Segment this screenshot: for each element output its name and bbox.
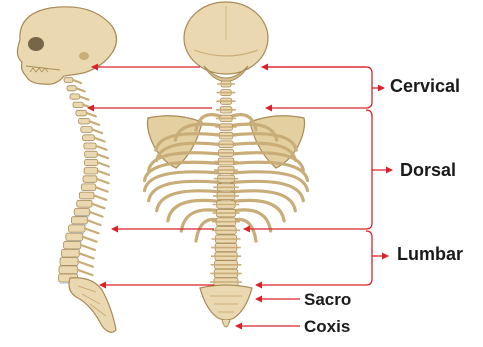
- side-vertebra: [74, 209, 90, 216]
- side-skull: [17, 7, 116, 85]
- spinous-process: [76, 88, 84, 91]
- side-vertebra: [79, 118, 90, 124]
- side-vertebra: [81, 127, 93, 133]
- side-vertebra: [83, 135, 95, 141]
- spinous-process: [95, 138, 105, 142]
- side-vertebra: [85, 159, 98, 165]
- spinous-process: [78, 262, 93, 267]
- side-spine-skeleton-icon: [17, 7, 116, 332]
- back-coccyx: [222, 320, 230, 327]
- spinous-process: [92, 204, 105, 209]
- side-vertebra: [79, 192, 94, 199]
- spinous-process: [90, 212, 103, 217]
- side-vertebra: [70, 94, 80, 99]
- spinous-process: [87, 220, 100, 225]
- back-sacrum: [200, 285, 252, 320]
- side-vertebra: [62, 249, 80, 257]
- side-vertebra: [73, 102, 83, 107]
- side-vertebra: [60, 258, 78, 266]
- spinous-process: [98, 163, 109, 167]
- label-sacro: Sacro: [304, 290, 351, 310]
- spinous-process: [97, 154, 108, 158]
- side-vertebra: [69, 225, 86, 232]
- side-vertebra: [67, 86, 76, 91]
- side-vertebra: [64, 78, 73, 83]
- spinous-process: [79, 253, 93, 258]
- spinous-process: [81, 245, 95, 250]
- side-vertebra: [84, 143, 96, 149]
- side-vertebra: [76, 110, 87, 116]
- side-vertebra: [83, 176, 97, 183]
- spinous-process: [73, 80, 81, 83]
- spinous-process: [90, 121, 100, 125]
- back-spine-skeleton-icon: [145, 2, 308, 327]
- label-coxis: Coxis: [304, 317, 350, 337]
- spinous-process: [80, 97, 89, 100]
- spinous-process: [96, 146, 106, 150]
- spinous-process: [94, 196, 106, 200]
- side-vertebra: [59, 266, 78, 274]
- label-lumbar: Lumbar: [397, 244, 463, 265]
- side-vertebra: [84, 168, 98, 174]
- spinous-process: [98, 171, 109, 175]
- spinous-process: [83, 237, 97, 242]
- back-skull: [184, 2, 268, 82]
- spinous-process: [96, 187, 108, 191]
- side-vertebra: [77, 200, 92, 207]
- label-dorsal: Dorsal: [400, 160, 456, 181]
- spinous-process: [87, 113, 96, 116]
- side-vertebra: [85, 151, 98, 157]
- side-sacrum: [69, 278, 116, 333]
- side-vertebra: [71, 217, 87, 224]
- spinous-process: [85, 229, 98, 234]
- spinous-process: [78, 270, 93, 275]
- side-vertebra: [66, 233, 83, 240]
- side-vertebra: [64, 241, 81, 249]
- spinous-process: [92, 130, 102, 134]
- spinous-process: [97, 179, 109, 183]
- side-vertebra: [81, 184, 95, 191]
- label-cervical: Cervical: [390, 76, 460, 97]
